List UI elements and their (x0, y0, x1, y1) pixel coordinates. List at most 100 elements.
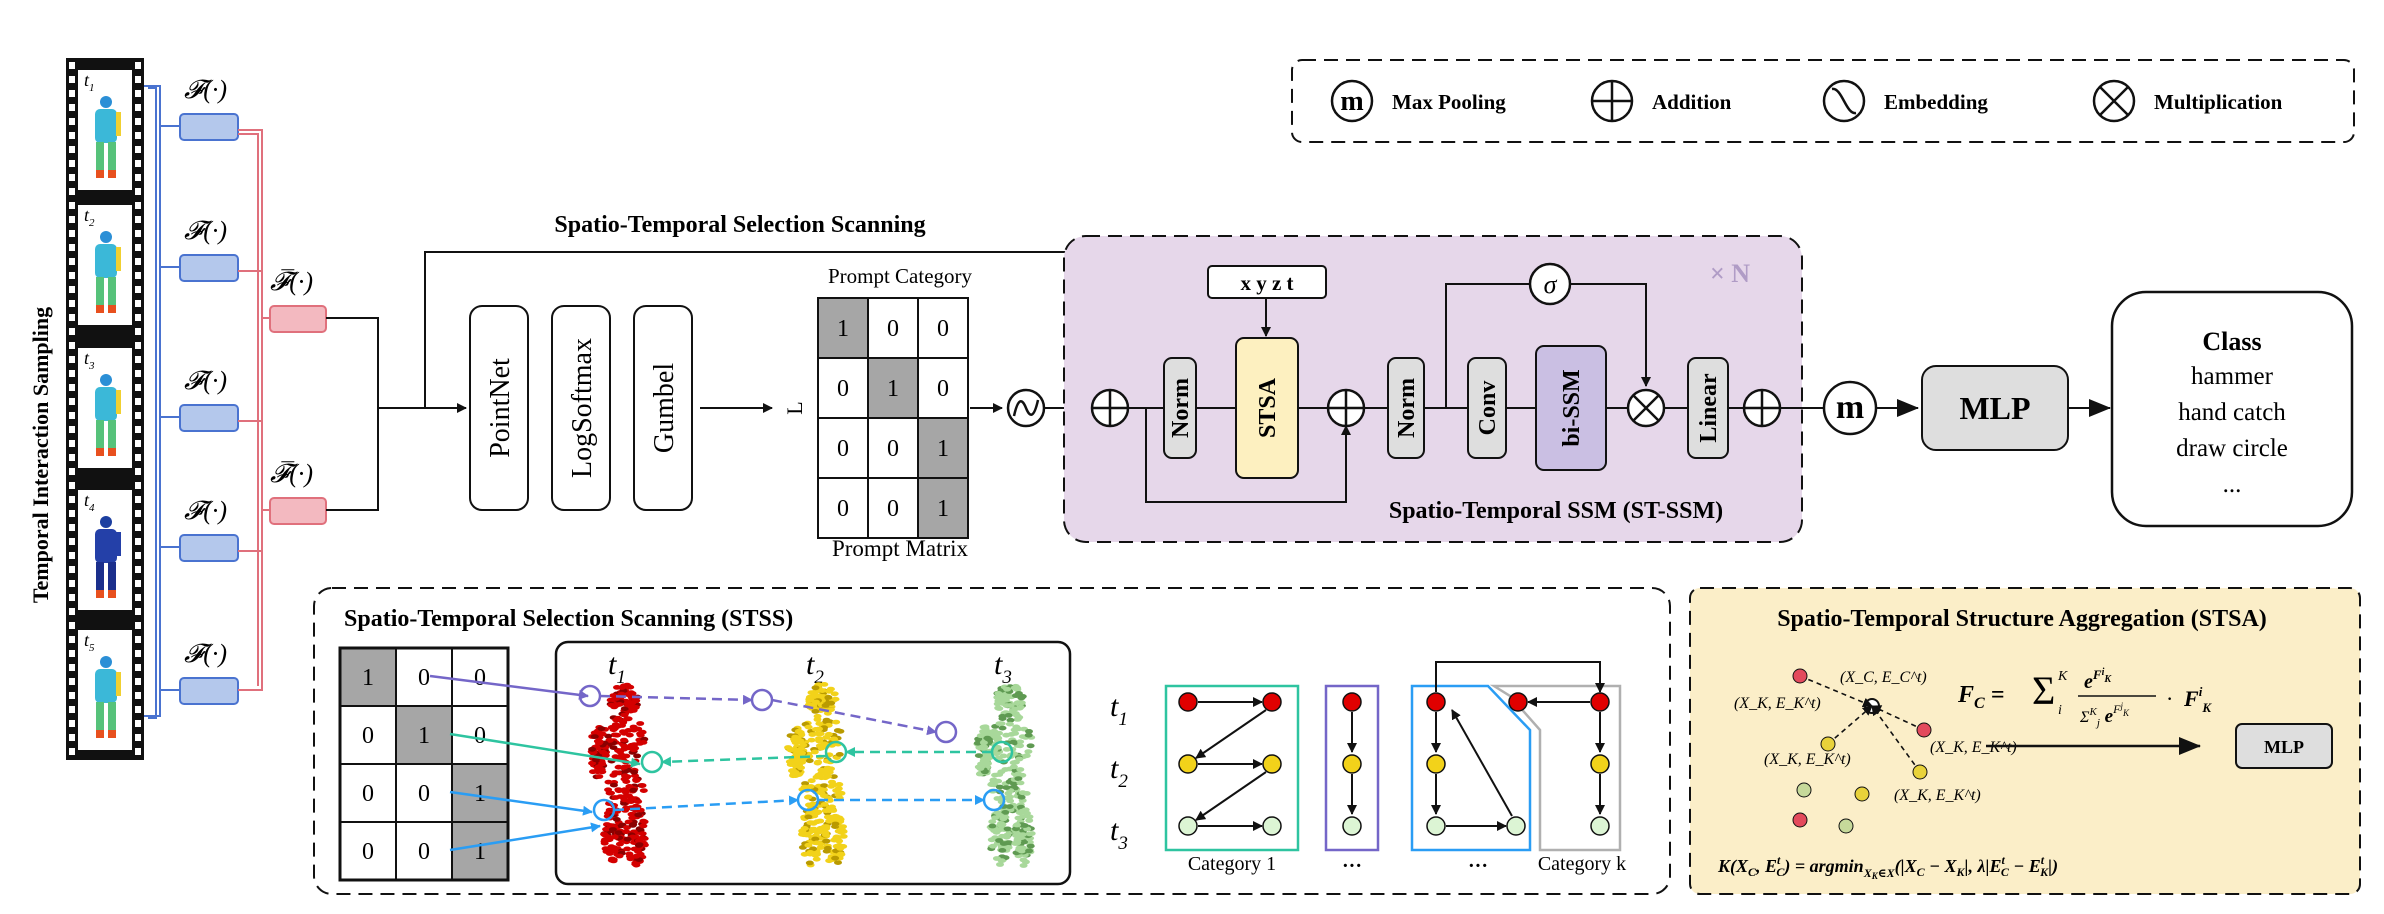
point (818, 688, 827, 693)
point (639, 740, 648, 745)
point (981, 726, 990, 731)
point (820, 741, 829, 747)
point (812, 856, 821, 862)
prompt-cell-value: 0 (937, 376, 949, 402)
prompt-cell-value: 0 (837, 436, 849, 462)
stss-matrix-value: 0 (418, 665, 430, 691)
stss-matrix-value: 1 (474, 839, 486, 865)
film-perforation (69, 636, 75, 643)
point (805, 758, 814, 764)
svg-text:i: i (2058, 703, 2062, 718)
film-perforation (69, 510, 75, 517)
scan-node (1178, 692, 1198, 712)
point (830, 837, 839, 843)
film-perforation (69, 552, 75, 559)
point (993, 745, 1002, 750)
film-perforation (135, 706, 141, 713)
stsa-mlp-label: MLP (2264, 737, 2304, 757)
point (609, 745, 618, 750)
film-perforation (135, 300, 141, 307)
point (1019, 863, 1028, 868)
f-function-label: 𝓕(·) (184, 75, 227, 104)
neighbor-point (1916, 722, 1932, 738)
point (830, 691, 839, 697)
stsa-point-label: (X_C, E_C^t) (1840, 669, 1927, 686)
stss-matrix-value: 0 (362, 839, 374, 865)
scan-node (1178, 816, 1198, 836)
point (800, 784, 809, 790)
point (589, 750, 597, 756)
scan-node (1426, 754, 1446, 774)
film-perforation (135, 566, 141, 573)
point (804, 794, 812, 800)
film-perforation (135, 230, 141, 237)
stssm-block-label: STSA (1255, 377, 1281, 438)
point (608, 827, 617, 832)
point (996, 813, 1005, 818)
point (620, 706, 629, 711)
dashed-scan-arrow (599, 694, 753, 705)
film-perforation (69, 286, 75, 293)
stss-block-label: Gumbel (649, 363, 680, 453)
point (804, 842, 813, 848)
point (834, 860, 842, 865)
point (628, 815, 637, 821)
svg-text:·: · (2166, 686, 2173, 711)
point (1025, 818, 1034, 823)
film-perforation (135, 594, 141, 601)
point (836, 846, 845, 851)
point (826, 806, 835, 812)
film-perforation (135, 454, 141, 461)
point (629, 708, 638, 713)
point (598, 731, 607, 737)
point (799, 742, 808, 748)
film-perforation (135, 678, 141, 685)
stssm-block-label: Linear (1696, 373, 1722, 443)
film-perforation (135, 580, 141, 587)
point (634, 843, 643, 848)
point (980, 744, 989, 750)
film-perforation (135, 748, 141, 755)
prompt-cell-value: 0 (887, 436, 899, 462)
category-k-box (1489, 684, 1622, 852)
stsa-point-label: (X_K, E_K^t) (1930, 739, 2017, 756)
film-perforation (135, 286, 141, 293)
point (997, 693, 1006, 698)
point (615, 702, 624, 707)
point (834, 786, 843, 791)
point (612, 817, 621, 822)
svg-text:K(XC, EtC) = argminXK∈X(|XC −: K(XC, EtC) = argminXK∈X(|XC − XK|, λ|EtC… (1717, 853, 2058, 881)
scan-node (1508, 692, 1528, 712)
film-perforation (135, 510, 141, 517)
ellipsis-label: ··· (1342, 855, 1362, 877)
dashed-scan-arrow (661, 754, 827, 767)
point (820, 783, 829, 788)
human-figure-icon (95, 96, 121, 178)
film-perforation (135, 440, 141, 447)
film-perforation (69, 412, 75, 419)
point (1005, 804, 1014, 809)
film-perforation (69, 454, 75, 461)
prompt-cell-value: 0 (887, 316, 899, 342)
point (983, 735, 992, 741)
point (630, 769, 639, 775)
film-perforation (135, 734, 141, 741)
point (610, 845, 618, 850)
film-perforation (69, 482, 75, 489)
point (801, 781, 810, 786)
point (625, 854, 634, 859)
stss-matrix-value: 1 (474, 781, 486, 807)
point (614, 830, 623, 836)
scatter-point (1838, 818, 1854, 834)
film-perforation (135, 244, 141, 251)
point (816, 845, 825, 850)
film-perforation (69, 706, 75, 713)
point (614, 715, 623, 721)
point (607, 702, 616, 708)
point (808, 820, 817, 826)
